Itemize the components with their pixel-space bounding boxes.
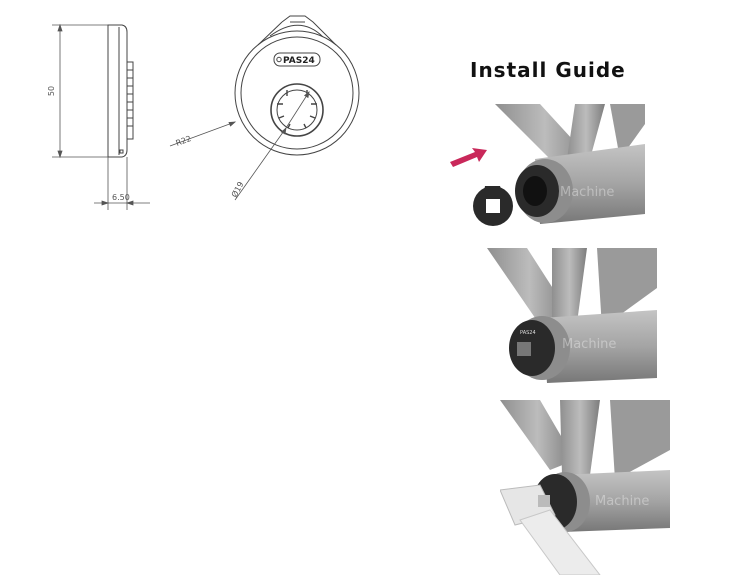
thickness-dim-label: 6.50 bbox=[112, 193, 130, 202]
radius-leader bbox=[169, 121, 237, 147]
install-photo-step-3: Machine bbox=[500, 400, 670, 575]
install-photo-step-2: PAS24 Machine bbox=[487, 248, 657, 383]
install-guide-title: Install Guide bbox=[470, 58, 626, 82]
insert-arrow bbox=[450, 148, 487, 167]
install-photo-step-1: Machine bbox=[445, 104, 645, 239]
height-dimension bbox=[52, 23, 108, 159]
height-dim-label: 50 bbox=[47, 86, 56, 96]
watermark-2: Machine bbox=[562, 337, 616, 352]
diameter-leader bbox=[234, 91, 310, 201]
sensor-brand-2: PAS24 bbox=[520, 330, 536, 336]
side-view bbox=[107, 24, 134, 158]
radius-dim-label: R22 bbox=[175, 134, 193, 148]
technical-drawing: 50 6.50 PAS24 R22 Ø19 bbox=[47, 15, 360, 210]
thickness-dimension bbox=[94, 157, 150, 210]
front-view bbox=[234, 15, 360, 156]
watermark-3: Machine bbox=[595, 494, 649, 509]
brand-label: PAS24 bbox=[283, 56, 315, 66]
watermark-1: Machine bbox=[560, 185, 614, 200]
